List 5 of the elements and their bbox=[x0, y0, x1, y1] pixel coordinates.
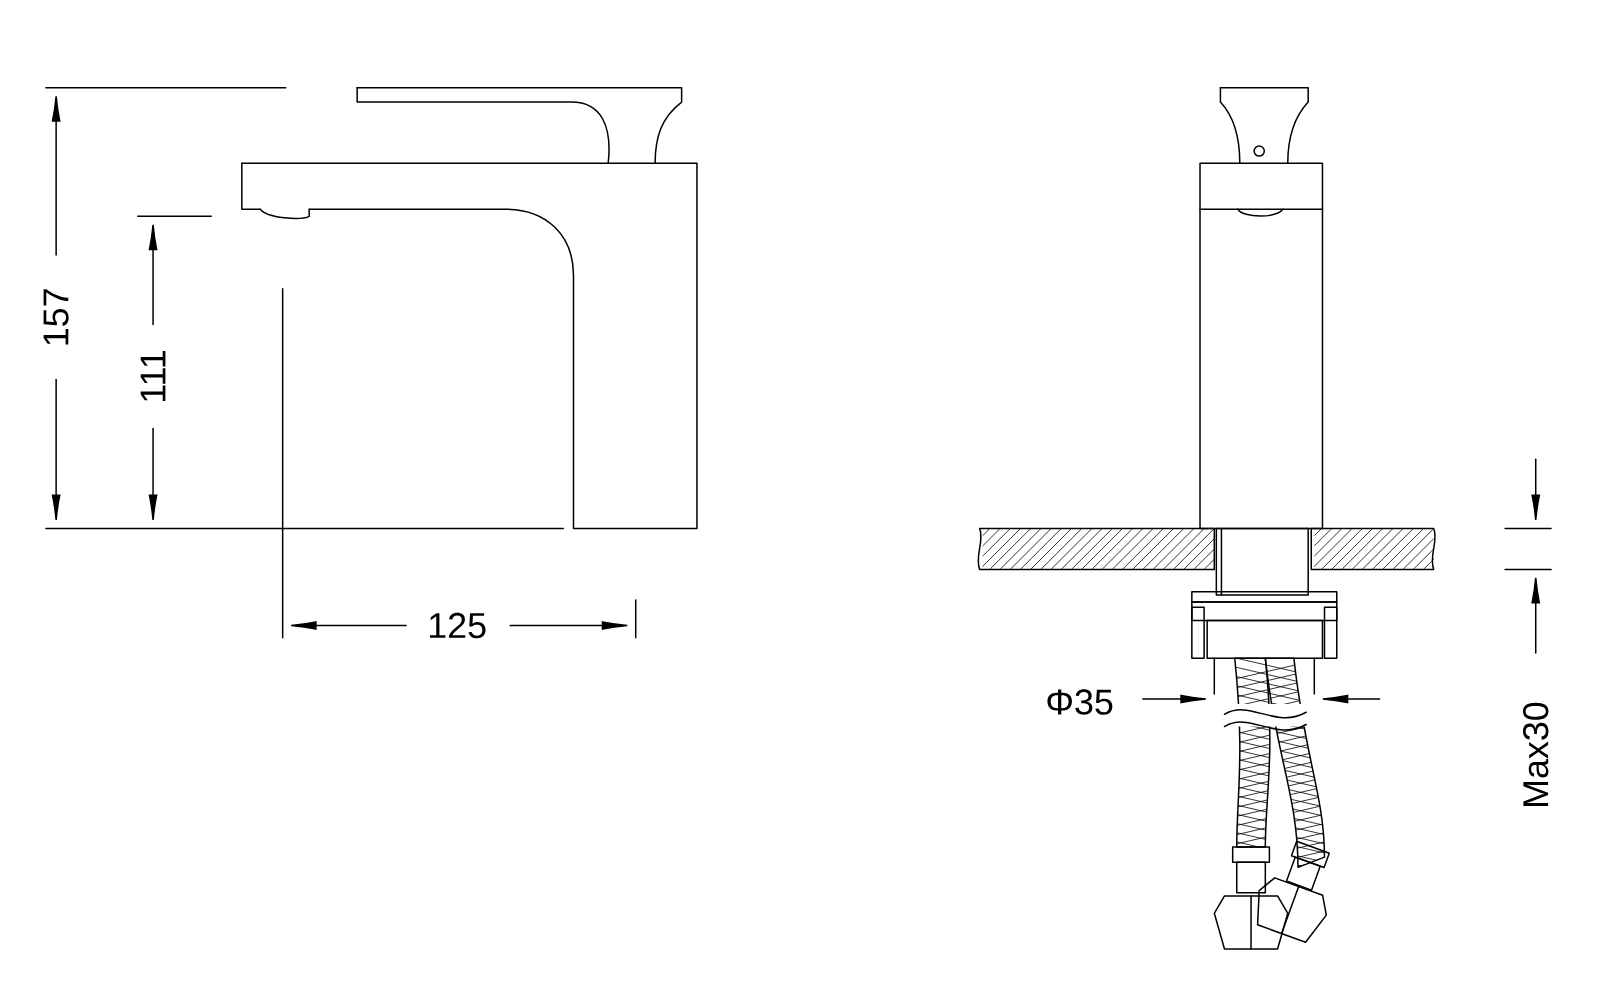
dimension-label: 157 bbox=[43, 289, 69, 345]
dimension-label: 125 bbox=[429, 612, 486, 639]
dimension-label: 111 bbox=[140, 351, 166, 402]
dimension-label: Max30 bbox=[1523, 702, 1549, 806]
dimension-label: Φ35 bbox=[1047, 689, 1113, 715]
